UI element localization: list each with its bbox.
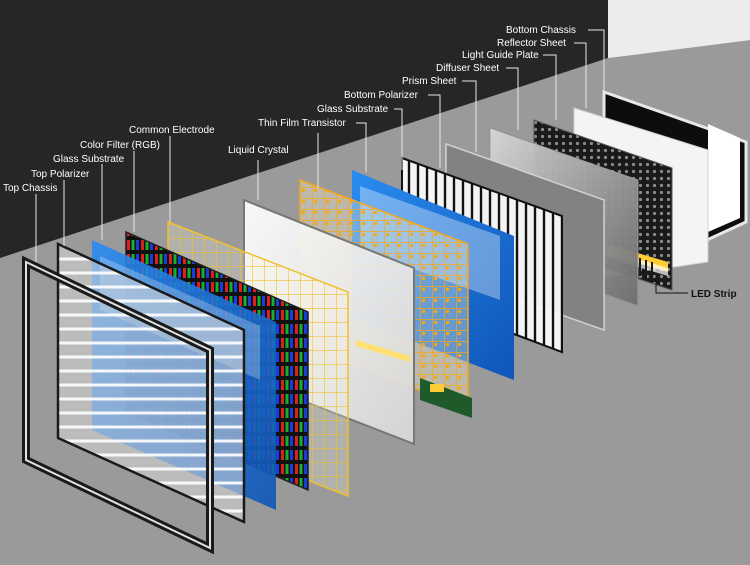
label-top-polarizer: Top Polarizer (31, 169, 90, 180)
label-diffuser-sheet: Diffuser Sheet (436, 63, 499, 74)
label-glass-substrate-front: Glass Substrate (53, 154, 125, 165)
label-led-strip: LED Strip (691, 289, 737, 300)
label-light-guide-plate: Light Guide Plate (462, 50, 539, 61)
label-reflector-sheet: Reflector Sheet (497, 38, 566, 49)
label-color-filter: Color Filter (RGB) (80, 140, 160, 151)
top-polarizer (56, 242, 246, 524)
label-common-electrode: Common Electrode (129, 125, 215, 136)
label-top-chassis: Top Chassis (3, 183, 57, 194)
label-prism-sheet: Prism Sheet (402, 76, 457, 87)
label-glass-substrate-back: Glass Substrate (317, 104, 389, 115)
label-thin-film-transistor: Thin Film Transistor (258, 118, 346, 129)
top-chassis (22, 255, 214, 555)
label-bottom-polarizer: Bottom Polarizer (344, 90, 419, 101)
floor-shade (608, 0, 750, 58)
label-liquid-crystal: Liquid Crystal (228, 145, 289, 156)
leader-lines (35, 29, 688, 294)
label-bottom-chassis: Bottom Chassis (506, 25, 576, 36)
